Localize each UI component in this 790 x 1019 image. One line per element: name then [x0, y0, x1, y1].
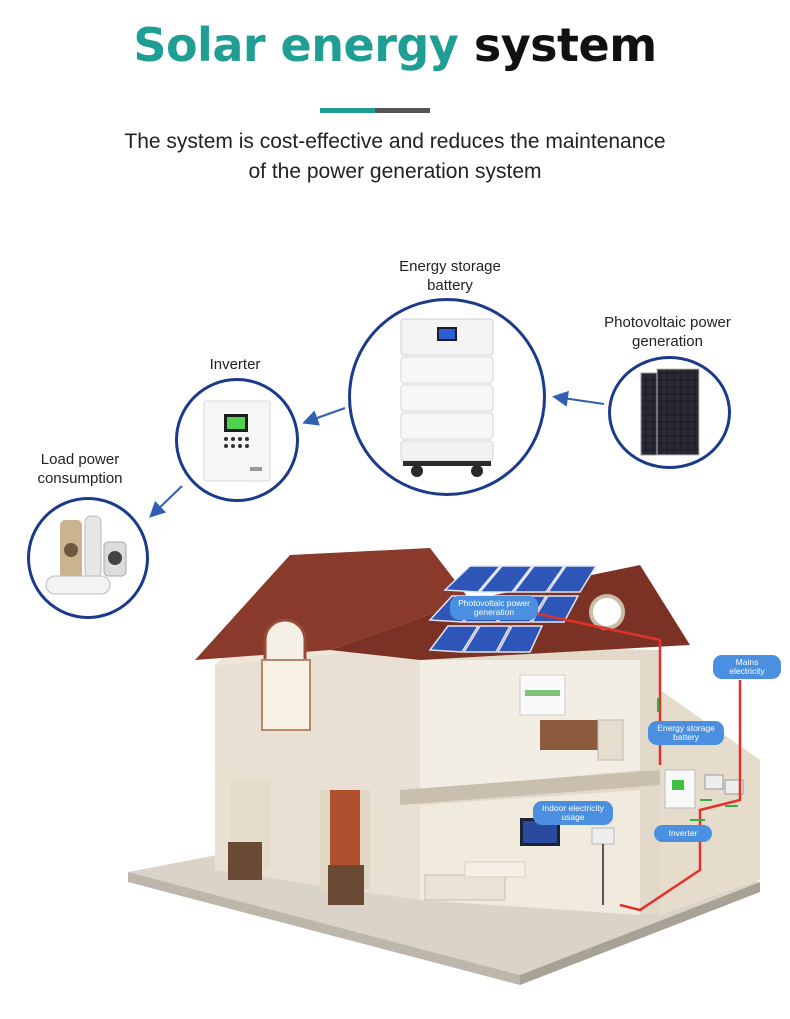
roof-solar-panels — [428, 565, 598, 653]
green-flow-arrows — [657, 698, 738, 821]
title-accent: Solar energy — [133, 18, 459, 72]
tag-battery-line-1: Energy storage — [657, 723, 715, 733]
tag-mains: Mains electricity — [713, 655, 781, 679]
arrow-inverter-to-load — [149, 485, 183, 518]
house-illustration — [128, 548, 760, 985]
tag-pv-line-2: generation — [473, 607, 515, 617]
pv-label-line-1: Photovoltaic power — [604, 314, 731, 331]
pv-label: Photovoltaic power generation — [580, 313, 755, 351]
title-rule-accent — [320, 108, 375, 113]
tag-indoor-line-1: Indoor electricity — [542, 803, 604, 813]
subtitle: The system is cost-effective and reduces… — [60, 127, 730, 187]
battery-label-line-2: battery — [427, 277, 473, 294]
tag-inverter: Inverter — [654, 825, 712, 842]
appliances-icon — [45, 515, 127, 595]
title-rule-dark — [375, 108, 430, 113]
tag-indoor-line-2: usage — [561, 812, 585, 822]
tag-battery-line-2: battery — [673, 732, 699, 742]
battery-circle — [348, 298, 546, 496]
arrow-battery-to-inverter — [302, 407, 346, 426]
inverter-icon — [203, 400, 271, 482]
tag-battery: Energy storage battery — [648, 721, 724, 745]
arrow-pv-to-battery — [552, 390, 605, 407]
subtitle-line-1: The system is cost-effective and reduces… — [124, 130, 666, 153]
tag-pv-line-1: Photovoltaic power — [458, 598, 530, 608]
tag-mains-line-1: Mains — [735, 657, 759, 667]
inverter-circle — [175, 378, 299, 502]
tag-pv: Photovoltaic power generation — [450, 596, 538, 620]
tag-indoor: Indoor electricity usage — [533, 801, 613, 825]
page-title: Solar energy system — [0, 18, 790, 72]
subtitle-line-2: of the power generation system — [248, 160, 542, 183]
pv-label-line-2: generation — [632, 333, 703, 350]
solar-panel-icon — [640, 368, 700, 456]
load-label: Load power consumption — [15, 450, 145, 488]
tag-mains-line-2: electricity — [729, 666, 765, 676]
load-label-line-2: consumption — [37, 470, 123, 487]
battery-stack-icon — [400, 318, 494, 477]
battery-label-line-1: Energy storage — [399, 258, 501, 275]
inverter-label: Inverter — [209, 356, 261, 373]
load-circle — [27, 497, 149, 619]
title-dark: system — [473, 18, 657, 72]
battery-label: Energy storage battery — [360, 257, 540, 295]
load-label-line-1: Load power — [40, 451, 120, 468]
pv-circle — [608, 356, 731, 469]
